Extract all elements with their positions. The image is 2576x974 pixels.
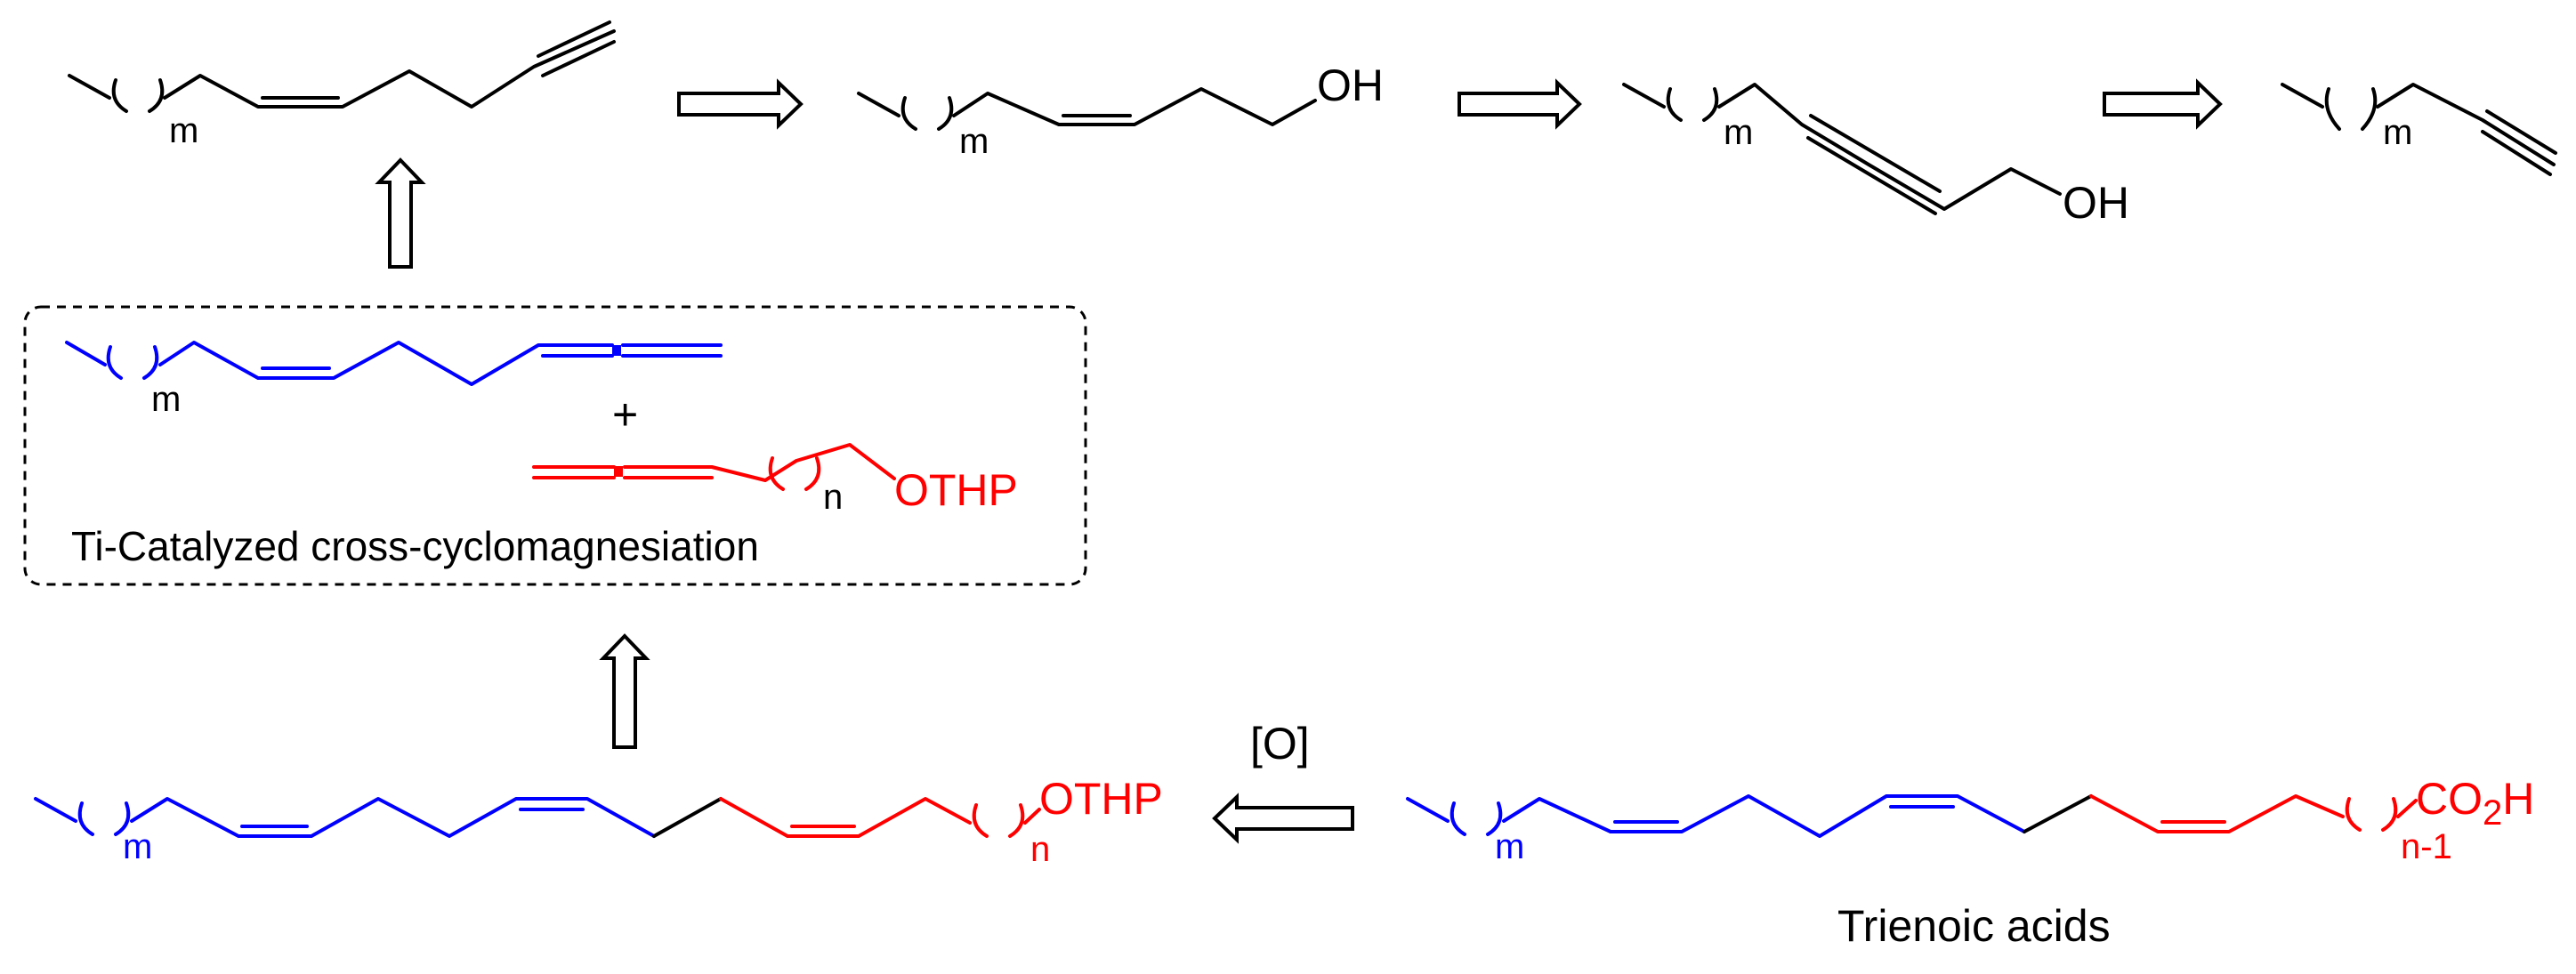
subscript-n: n: [823, 478, 843, 517]
hydroxyl-group: OH: [2063, 178, 2129, 228]
subscript-m: m: [959, 122, 989, 161]
retro-arrow-right-1: [677, 78, 803, 130]
plus-sign: +: [612, 390, 638, 439]
subscript-n: n: [1030, 830, 1050, 869]
subscript-m: m: [169, 111, 198, 150]
molecule-terminal-alkyne: m: [2281, 83, 2557, 176]
carboxyl-group: CO2H: [2416, 774, 2534, 833]
allene-2-red: n OTHP: [532, 443, 1018, 517]
retro-arrow-up-1: [375, 157, 426, 269]
subscript-m: m: [151, 380, 181, 419]
subscript-m: m: [1495, 827, 1524, 866]
box-caption: Ti-Catalyzed cross-cyclomagnesiation: [71, 523, 759, 569]
allene-1-blue: m: [65, 341, 723, 419]
othp-group: OTHP: [894, 465, 1018, 515]
subscript-m: m: [123, 827, 152, 866]
molecule-z-alkenol: m OH: [857, 60, 1384, 161]
subscript-m: m: [1724, 113, 1753, 152]
molecule-alkynol: m OH: [1622, 83, 2129, 228]
subscript-m: m: [2383, 113, 2412, 152]
hydroxyl-group: OH: [1317, 60, 1384, 110]
molecule-dienyne-precursor: m: [68, 20, 616, 150]
molecule-triene-othp: m n OTHP: [34, 774, 1163, 869]
retro-arrow-left: [1212, 793, 1354, 844]
oxidation-label: [O]: [1250, 719, 1310, 769]
retro-arrow-right-3: [2103, 78, 2223, 130]
retro-arrow-right-2: [1458, 78, 1582, 130]
othp-group: OTHP: [1039, 774, 1163, 824]
subscript-n-minus-1: n-1: [2401, 827, 2452, 866]
cross-cyclomagnesiation-box: [23, 305, 1087, 586]
trienoic-acids-caption: Trienoic acids: [1837, 901, 2111, 951]
molecule-trienoic-acid: m n-1 CO2H: [1406, 774, 2534, 866]
retro-arrow-up-2: [599, 633, 650, 749]
